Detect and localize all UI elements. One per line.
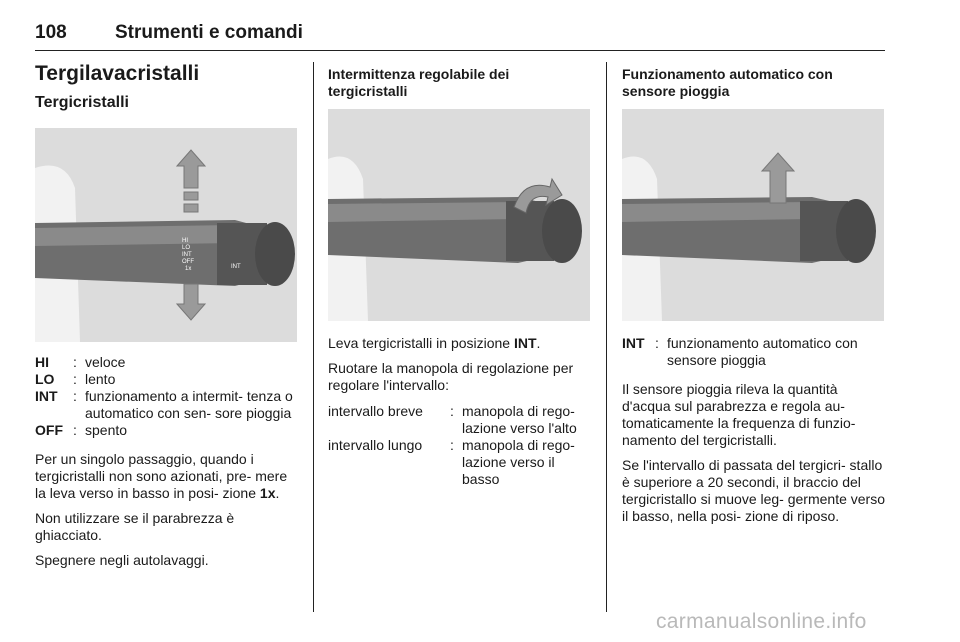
wiper-lever-figure: HI LO INT OFF 1x INT — [35, 128, 297, 342]
list-item: LO : lento — [35, 371, 116, 387]
figure-label-lo: LO — [182, 245, 190, 251]
column-interval: Intermittenza regolabile dei tergicrista… — [328, 66, 590, 488]
figure-label-int: INT — [182, 252, 192, 258]
down-arrow-icon — [175, 283, 207, 321]
paragraph-rotate-knob: Ruotare la manopola di regolazione per r… — [328, 360, 574, 393]
watermark: carmanualsonline.info — [656, 610, 867, 633]
paragraph-car-wash: Spegnere negli autolavaggi. — [35, 552, 209, 568]
column-divider — [313, 62, 314, 612]
paragraph-single-wipe: Per un singolo passaggio, quando i tergi… — [35, 451, 288, 501]
page-header: 108 Strumenti e comandi — [35, 22, 885, 51]
list-item: HI : veloce — [35, 354, 126, 370]
paragraph-rest-position: Se l'intervallo di passata del tergicri-… — [622, 457, 885, 524]
paragraph-rain-sensor: Il sensore pioggia rileva la quantità d'… — [622, 381, 856, 448]
list-item: intervallo breve : manopola di rego- laz… — [328, 403, 577, 436]
column-rain-sensor: Funzionamento automatico con sensore pio… — [622, 66, 886, 525]
position-list: HI : veloce LO : lento INT : funzionamen… — [35, 354, 297, 439]
rain-sensor-figure — [622, 109, 884, 321]
paragraph-lever-position: Leva tergicristalli in posizione INT. — [328, 335, 541, 351]
interval-list: intervallo breve : manopola di rego- laz… — [328, 403, 590, 488]
column-wipers: Tergilavacristalli Tergicristalli HI LO … — [35, 60, 297, 569]
running-title: Strumenti e comandi — [115, 22, 303, 43]
figure-label-off: OFF — [182, 259, 194, 265]
page-number: 108 — [35, 22, 67, 43]
list-item: intervallo lungo : manopola di rego- laz… — [328, 437, 575, 487]
list-item: INT : funzionamento a intermit- tenza o … — [35, 388, 293, 421]
up-arrow-icon — [760, 152, 796, 204]
section-heading: Tergilavacristalli — [35, 62, 200, 85]
paragraph-ice-warning: Non utilizzare se il parabrezza è ghiacc… — [35, 510, 235, 543]
subsection-heading: Tergicristalli — [35, 94, 129, 111]
interval-knob-figure — [328, 109, 590, 321]
column-divider — [606, 62, 607, 612]
figure-label-1x: 1x — [185, 266, 191, 272]
figure-label-hi: HI — [182, 238, 188, 244]
up-arrow-icon — [175, 149, 207, 213]
list-item: INT : funzionamento automatico con senso… — [622, 335, 858, 368]
list-item: OFF : spento — [35, 422, 128, 438]
subsection-heading: Funzionamento automatico con sensore pio… — [622, 66, 833, 99]
figure-label-int-ring: INT — [231, 264, 241, 270]
subsection-heading: Intermittenza regolabile dei tergicrista… — [328, 66, 510, 99]
rotate-arrow-icon — [513, 177, 563, 214]
auto-mode-list: INT : funzionamento automatico con senso… — [622, 335, 886, 369]
